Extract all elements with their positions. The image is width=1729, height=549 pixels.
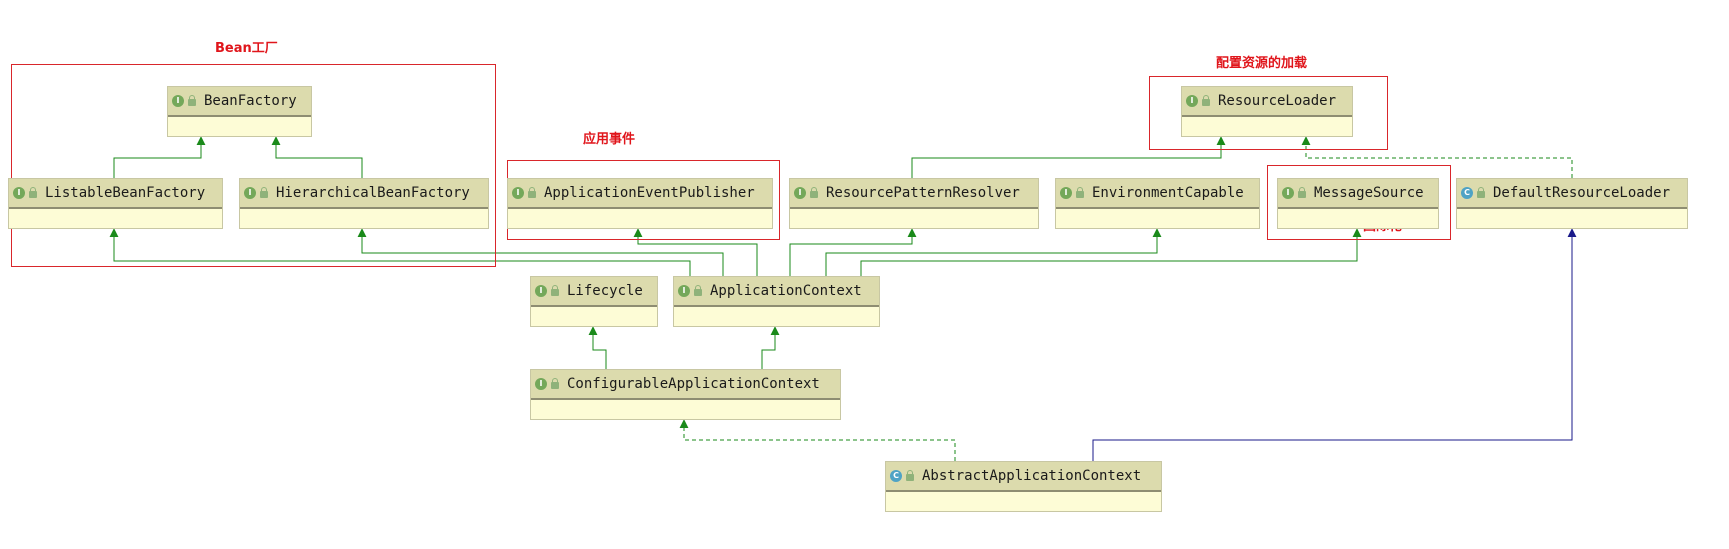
group-i18n xyxy=(1267,165,1451,240)
edge-appctx-to-hierarchical xyxy=(357,228,724,276)
node-title-applicationeventpublisher: ApplicationEventPublisher xyxy=(544,185,755,201)
node-title-defaultresourceloader: DefaultResourceLoader xyxy=(1493,185,1671,201)
edge-configurable-to-appctx xyxy=(761,326,780,369)
interface-icon: I xyxy=(794,187,806,199)
lock-icon xyxy=(551,284,559,296)
node-beanfactory[interactable]: I BeanFactory xyxy=(167,86,312,137)
node-title-resourcepatternresolver: ResourcePatternResolver xyxy=(826,185,1020,201)
lock-icon xyxy=(1202,94,1210,106)
edge-configurable-to-lifecycle xyxy=(588,326,607,369)
node-environmentcapable[interactable]: I EnvironmentCapable xyxy=(1055,178,1260,229)
edge-hierarchical-to-beanfactory xyxy=(271,136,363,178)
lock-icon xyxy=(188,94,196,106)
edge-appctx-to-listable xyxy=(109,228,691,276)
node-applicationcontext[interactable]: I ApplicationContext xyxy=(673,276,880,327)
lock-icon xyxy=(694,284,702,296)
node-listablebeanfactory[interactable]: I ListableBeanFactory xyxy=(8,178,223,229)
class-icon: C xyxy=(1461,187,1473,199)
edge-patternresolver-to-resourceloader xyxy=(911,136,1226,178)
node-lifecycle[interactable]: I Lifecycle xyxy=(530,276,658,327)
interface-icon: I xyxy=(172,95,184,107)
node-applicationeventpublisher[interactable]: I ApplicationEventPublisher xyxy=(507,178,773,229)
node-resourcepatternresolver[interactable]: I ResourcePatternResolver xyxy=(789,178,1039,229)
node-title-lifecycle: Lifecycle xyxy=(567,283,643,299)
node-title-environmentcapable: EnvironmentCapable xyxy=(1092,185,1244,201)
class-icon: C xyxy=(890,470,902,482)
group-resource-loading xyxy=(1149,76,1388,150)
node-title-applicationcontext: ApplicationContext xyxy=(710,283,862,299)
lock-icon xyxy=(810,186,818,198)
interface-icon: I xyxy=(535,285,547,297)
node-defaultresourceloader[interactable]: C DefaultResourceLoader xyxy=(1456,178,1688,229)
interface-icon: I xyxy=(678,285,690,297)
edge-defaultloader-to-resourceloader xyxy=(1301,136,1573,178)
edge-listable-to-beanfactory xyxy=(113,136,206,178)
node-messagesource[interactable]: I MessageSource xyxy=(1277,178,1439,229)
lock-icon xyxy=(1076,186,1084,198)
edge-appctx-to-messagesource xyxy=(860,228,1362,276)
interface-icon: I xyxy=(1186,95,1198,107)
node-title-configurableapplicationcontext: ConfigurableApplicationContext xyxy=(567,376,820,392)
edge-appctx-to-environment xyxy=(825,228,1162,276)
interface-icon: I xyxy=(512,187,524,199)
node-resourceloader[interactable]: I ResourceLoader xyxy=(1181,86,1353,137)
lock-icon xyxy=(551,377,559,389)
lock-icon xyxy=(906,469,914,481)
node-configurableapplicationcontext[interactable]: I ConfigurableApplicationContext xyxy=(530,369,841,420)
node-abstractapplicationcontext[interactable]: C AbstractApplicationContext xyxy=(885,461,1162,512)
node-title-abstractapplicationcontext: AbstractApplicationContext xyxy=(922,468,1142,484)
interface-icon: I xyxy=(1060,187,1072,199)
edge-appctx-to-patternresolver xyxy=(789,228,917,276)
edge-abstract-to-defaultloader xyxy=(1092,228,1577,461)
group-label-resource-loading: 配置资源的加载 xyxy=(1216,56,1308,71)
interface-icon: I xyxy=(535,378,547,390)
lock-icon xyxy=(1298,186,1306,198)
group-label-bean-factory: Bean工厂 xyxy=(215,41,278,56)
edge-appctx-to-eventpublisher xyxy=(633,228,758,276)
lock-icon xyxy=(528,186,536,198)
lock-icon xyxy=(1477,186,1485,198)
lock-icon xyxy=(260,186,268,198)
edge-abstract-to-configurable xyxy=(679,419,956,461)
node-title-resourceloader: ResourceLoader xyxy=(1218,93,1337,109)
node-title-hierarchicalbeanfactory: HierarchicalBeanFactory xyxy=(276,185,470,201)
group-label-application-event: 应用事件 xyxy=(583,132,636,147)
node-title-messagesource: MessageSource xyxy=(1314,185,1424,201)
lock-icon xyxy=(29,186,37,198)
group-bean-factory xyxy=(11,64,496,267)
interface-icon: I xyxy=(244,187,256,199)
node-hierarchicalbeanfactory[interactable]: I HierarchicalBeanFactory xyxy=(239,178,489,229)
interface-icon: I xyxy=(13,187,25,199)
node-title-listablebeanfactory: ListableBeanFactory xyxy=(45,185,206,201)
node-title-beanfactory: BeanFactory xyxy=(204,93,297,109)
interface-icon: I xyxy=(1282,187,1294,199)
